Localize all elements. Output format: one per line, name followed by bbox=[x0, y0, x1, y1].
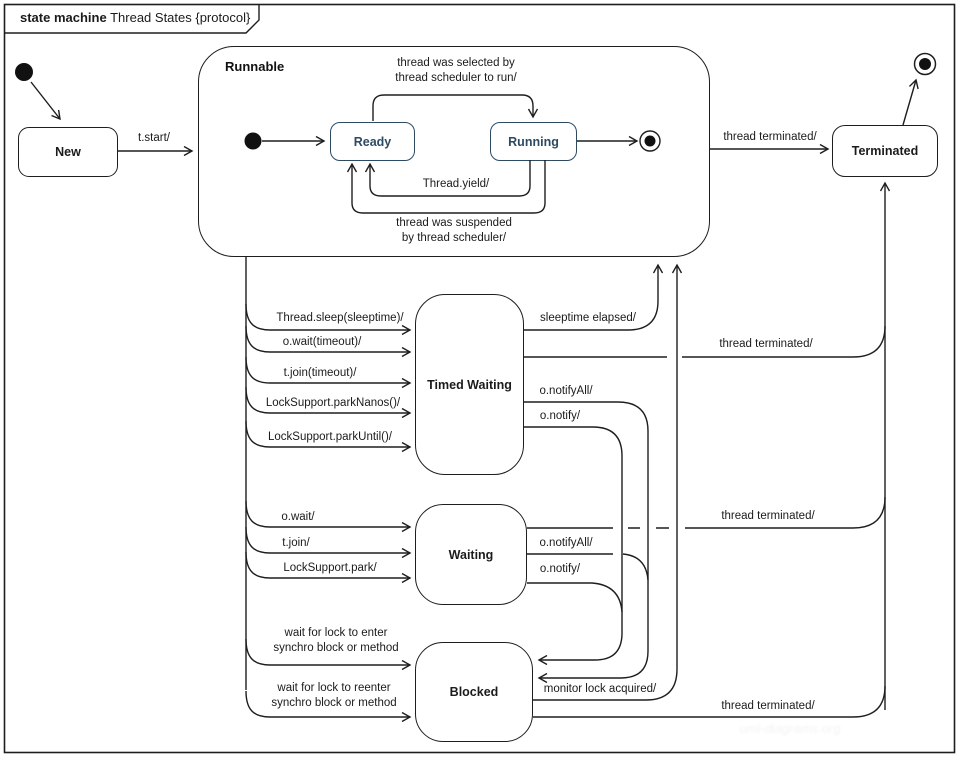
label-tw-notify: o.notify/ bbox=[539, 410, 581, 422]
label-wait-enter-lock: wait for lock to enter synchro block or … bbox=[273, 627, 399, 654]
label-suspended-by-scheduler: thread was suspended by thread scheduler… bbox=[396, 217, 512, 244]
label-sleeptime-elapsed: sleeptime elapsed/ bbox=[540, 312, 636, 324]
label-w-notify-all: o.notifyAll/ bbox=[539, 537, 593, 549]
label-t-join: t.join/ bbox=[282, 537, 310, 549]
label-tw-terminated: thread terminated/ bbox=[719, 338, 813, 350]
label-tw-notify-all: o.notifyAll/ bbox=[539, 385, 593, 397]
label-o-wait-timeout: o.wait(timeout)/ bbox=[282, 336, 362, 348]
label-w-notify: o.notify/ bbox=[539, 563, 581, 575]
label-wait-reenter-lock: wait for lock to reenter synchro block o… bbox=[271, 682, 397, 709]
label-park-until: LockSupport.parkUntil()/ bbox=[268, 431, 392, 443]
frame-title: state machine Thread States {protocol} bbox=[20, 10, 250, 25]
label-b-terminated: thread terminated/ bbox=[721, 700, 815, 712]
label-selected-by-scheduler: thread was selected by thread scheduler … bbox=[395, 57, 517, 84]
label-thread-yield: Thread.yield/ bbox=[422, 178, 490, 190]
label-t-start: t.start/ bbox=[138, 132, 170, 144]
frame-title-keyword: state machine bbox=[20, 10, 107, 25]
label-o-wait: o.wait/ bbox=[281, 511, 315, 523]
label-thread-sleep: Thread.sleep(sleeptime)/ bbox=[276, 312, 404, 324]
label-lock-park: LockSupport.park/ bbox=[283, 562, 377, 574]
label-monitor-lock-acquired: monitor lock acquired/ bbox=[543, 683, 657, 695]
label-w-terminated: thread terminated/ bbox=[721, 510, 815, 522]
frame-title-name: Thread States {protocol} bbox=[110, 10, 251, 25]
label-park-nanos: LockSupport.parkNanos()/ bbox=[265, 397, 401, 409]
watermark: uml-diagrams.org bbox=[739, 721, 841, 736]
label-runnable-terminated: thread terminated/ bbox=[723, 131, 817, 143]
label-t-join-timeout: t.join(timeout)/ bbox=[283, 367, 357, 379]
